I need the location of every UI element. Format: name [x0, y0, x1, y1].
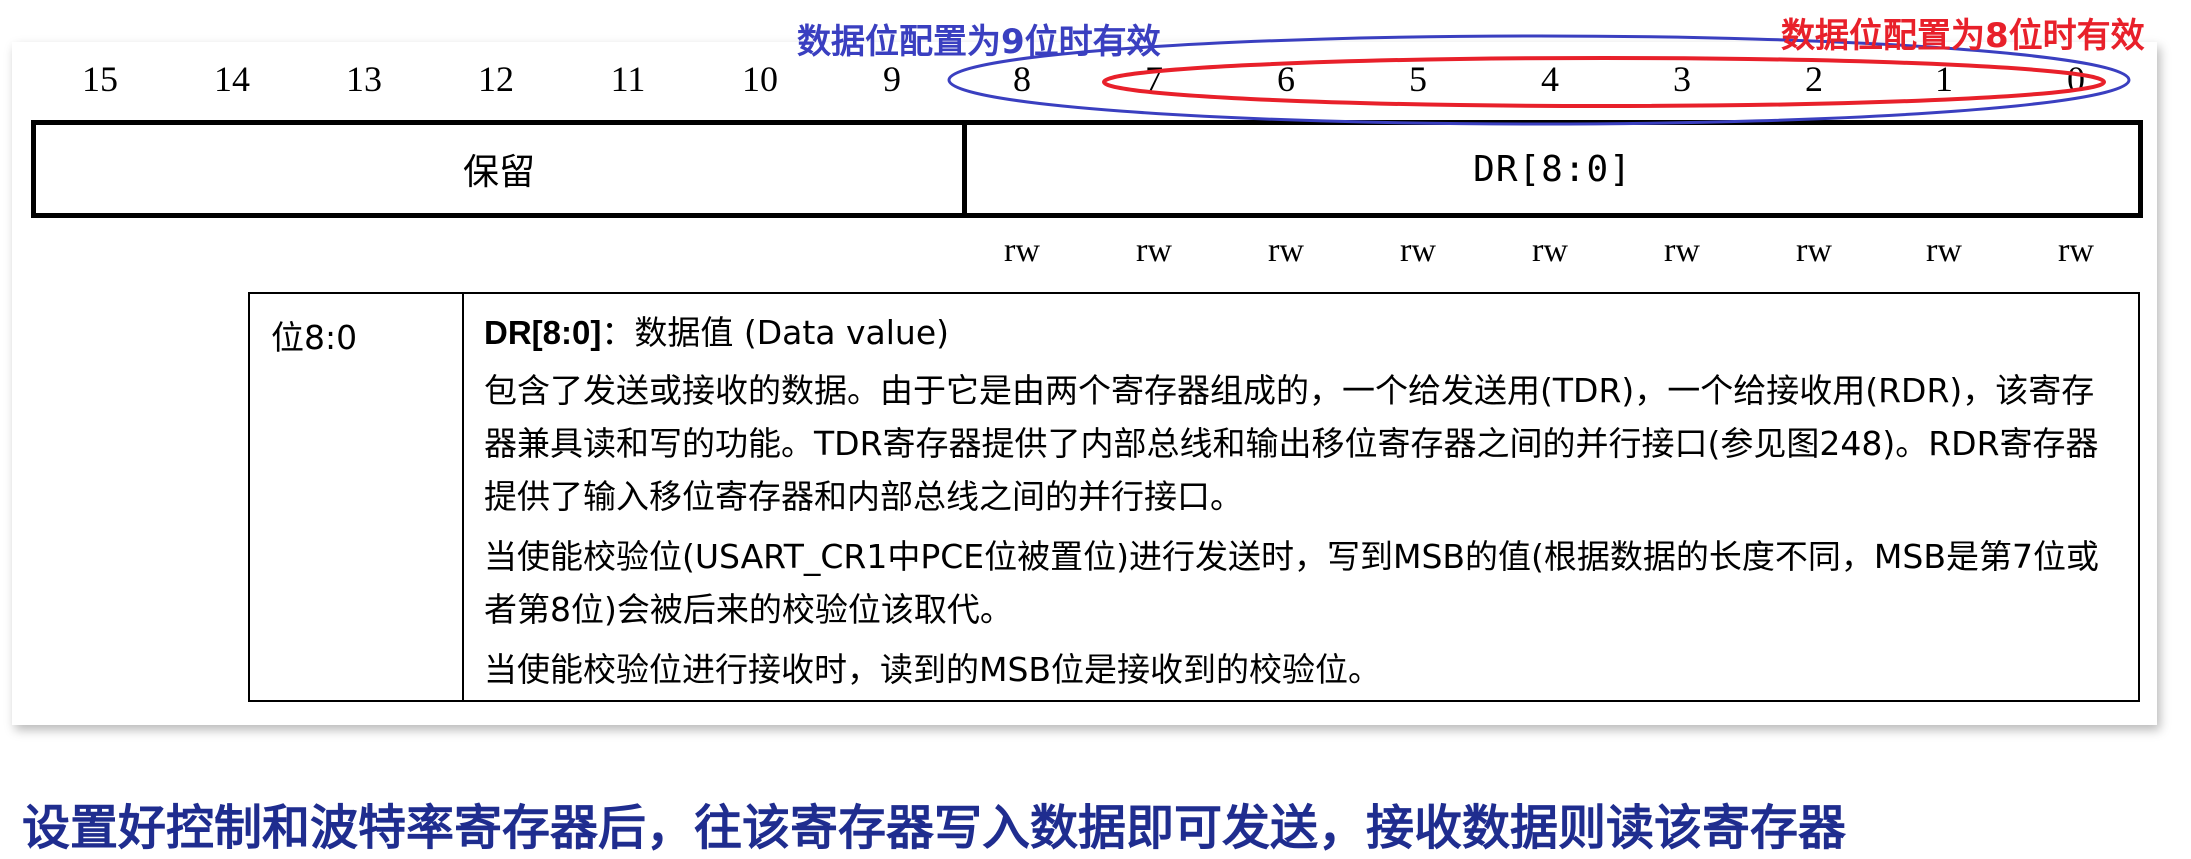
bit-number: 9	[883, 59, 901, 99]
bit-description-table: 位8:0 DR[8:0]：数据值 (Data value) 包含了发送或接收的数…	[248, 292, 2140, 702]
bit-number: 15	[82, 59, 118, 99]
bit-number: 2	[1805, 59, 1823, 99]
summary-caption: 设置好控制和波特率寄存器后，往该寄存器写入数据即可发送，接收数据则读该寄存器	[22, 800, 1847, 856]
description-paragraph: 当使能校验位进行接收时，读到的MSB位是接收到的校验位。	[484, 650, 1382, 689]
bit-number: 4	[1541, 59, 1559, 99]
dr-field: DR[8:0]	[1473, 148, 1632, 190]
access-type: rw	[1926, 232, 1962, 269]
description-paragraph: 包含了发送或接收的数据。由于它是由两个寄存器组成的，一个给发送用(TDR)，一个…	[484, 371, 2099, 516]
bit-number: 1	[1935, 59, 1953, 99]
nine-bit-ellipse	[947, 34, 2131, 126]
bit-number: 14	[214, 59, 250, 99]
bit-number: 12	[478, 59, 514, 99]
access-type: rw	[1136, 232, 1172, 269]
bit-number: 5	[1409, 59, 1427, 99]
bit-number: 7	[1145, 59, 1163, 99]
nine-bit-annotation: 数据位配置为9位时有效	[797, 22, 1161, 62]
access-type: rw	[1532, 232, 1568, 269]
description-paragraph: 当使能校验位(USART_CR1中PCE位被置位)进行发送时，写到MSB的值(根…	[484, 537, 2099, 629]
access-type: rw	[1796, 232, 1832, 269]
access-type: rw	[2058, 232, 2094, 269]
field-name: DR[8:0]	[484, 314, 602, 351]
eight-bit-ellipse	[1102, 56, 2106, 108]
access-type: rw	[1400, 232, 1436, 269]
reserved-field: 保留	[36, 125, 967, 213]
bit-number: 13	[346, 59, 382, 99]
bit-number: 8	[1013, 59, 1031, 99]
register-field-row: 保留 DR[8:0]	[31, 120, 2143, 218]
access-type: rw	[1004, 232, 1040, 269]
field-title: DR[8:0]：数据值 (Data value)	[484, 308, 2118, 358]
bit-number: 6	[1277, 59, 1295, 99]
access-type: rw	[1268, 232, 1304, 269]
bit-number: 11	[610, 59, 646, 99]
description-cell: DR[8:0]：数据值 (Data value) 包含了发送或接收的数据。由于它…	[464, 294, 2138, 700]
bit-number: 3	[1673, 59, 1691, 99]
access-type: rw	[1664, 232, 1700, 269]
field-subtitle: ：数据值 (Data value)	[601, 313, 950, 352]
bit-number: 10	[742, 59, 778, 99]
register-panel	[12, 42, 2157, 725]
bit-range-cell: 位8:0	[250, 294, 464, 700]
eight-bit-annotation: 数据位配置为8位时有效	[1781, 16, 2145, 56]
